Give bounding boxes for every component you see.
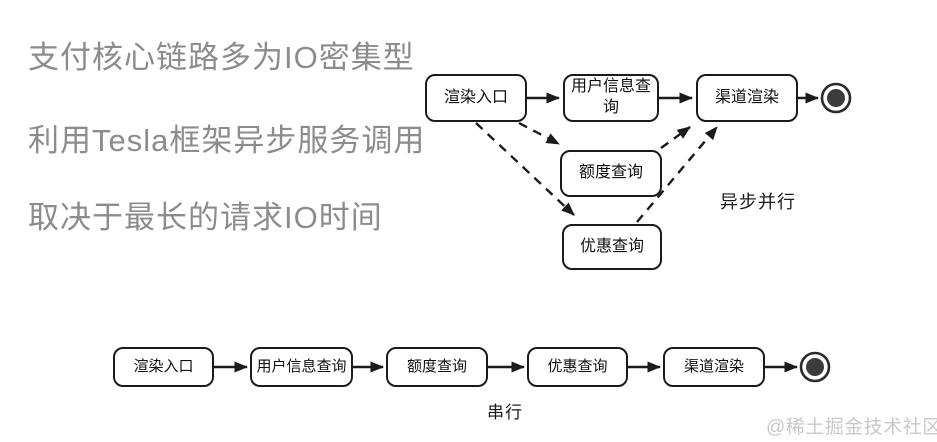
node-channel-render-serial: 渠道渲染 xyxy=(663,347,765,387)
note-line-longest-io: 取决于最长的请求IO时间 xyxy=(28,200,383,235)
label-serial: 串行 xyxy=(487,403,523,422)
node-channel-render-async: 渠道渲染 xyxy=(696,74,798,122)
node-coupon-query-serial: 优惠查询 xyxy=(527,347,628,387)
note-line-tesla-async: 利用Tesla框架异步服务调用 xyxy=(28,123,426,158)
node-render-entry-async: 渲染入口 xyxy=(425,74,527,122)
node-quota-query-async: 额度查询 xyxy=(560,150,662,197)
node-user-info-query-serial: 用户信息查询 xyxy=(250,347,353,387)
node-user-info-query-async: 用户信息查询 xyxy=(563,74,659,122)
watermark-juejin-community: @稀土掘金技术社区 xyxy=(766,417,937,438)
note-line-io-intensive: 支付核心链路多为IO密集型 xyxy=(28,40,415,75)
dashed-arrow-quota-to-channel xyxy=(660,126,691,149)
end-node-top xyxy=(820,82,852,114)
node-render-entry-serial: 渲染入口 xyxy=(113,347,214,387)
node-coupon-query-async: 优惠查询 xyxy=(562,224,662,270)
dashed-arrow-entry-to-coupon xyxy=(475,122,575,216)
dashed-arrow-entry-to-quota xyxy=(518,121,560,146)
node-quota-query-serial: 额度查询 xyxy=(386,347,488,387)
label-async-parallel: 异步并行 xyxy=(720,192,796,212)
dashed-arrow-coupon-to-channel xyxy=(636,126,718,223)
end-node-bottom xyxy=(799,351,831,383)
